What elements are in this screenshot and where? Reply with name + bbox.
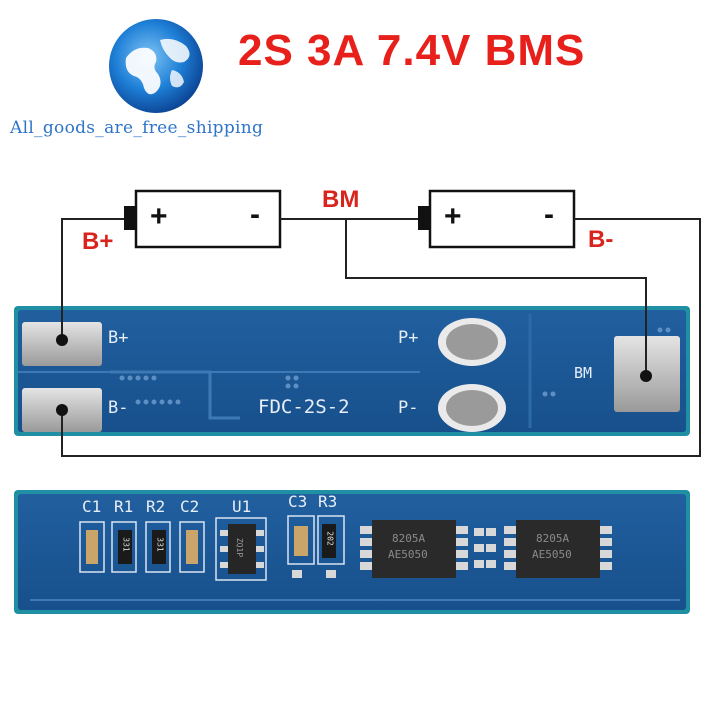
wiring [61, 218, 701, 457]
ic2-mark-line1: 8205A [536, 532, 570, 545]
shop-name: All_goods_are_free_shipping [10, 118, 264, 138]
pad-label-p-plus: P+ [398, 328, 419, 348]
label-bm: BM [322, 186, 360, 213]
cell2-plus: + [444, 200, 462, 233]
resistor-mark-r1: 331 [121, 537, 131, 552]
battery-cell-2 [418, 189, 576, 249]
ic2-mark-line2: AE5050 [532, 548, 572, 561]
comp-label-c1: C1 [82, 497, 102, 516]
wire-terminals [56, 334, 652, 416]
pad-label-p-minus: P- [398, 398, 419, 418]
battery-cell-1 [124, 189, 282, 249]
ic1-mark-line2: AE5050 [388, 548, 428, 561]
board-top [14, 306, 690, 436]
label-b-minus: B- [588, 226, 614, 253]
comp-label-r1: R1 [114, 497, 134, 516]
resistor-mark-r3: 202 [325, 531, 335, 546]
board-model: FDC-2S-2 [258, 396, 350, 418]
page-title: 2S 3A 7.4V BMS [238, 26, 586, 75]
resistor-mark-r2: 331 [155, 537, 165, 552]
board-bottom [14, 490, 690, 614]
comp-label-c3: C3 [288, 492, 308, 511]
u1-mark: ZQ1P [235, 537, 245, 558]
comp-label-c2: C2 [180, 497, 200, 516]
label-b-plus: B+ [82, 228, 114, 255]
pad-label-bm: BM [574, 364, 593, 382]
pad-label-b-minus: B- [108, 398, 129, 418]
comp-label-u1: U1 [232, 497, 252, 516]
cell1-plus: + [150, 200, 168, 233]
comp-label-r3: R3 [318, 492, 338, 511]
pad-label-b-plus: B+ [108, 328, 129, 348]
ic1-mark-line1: 8205A [392, 532, 426, 545]
comp-label-r2: R2 [146, 497, 166, 516]
cell1-minus: - [250, 198, 260, 231]
cell2-minus: - [544, 198, 554, 231]
